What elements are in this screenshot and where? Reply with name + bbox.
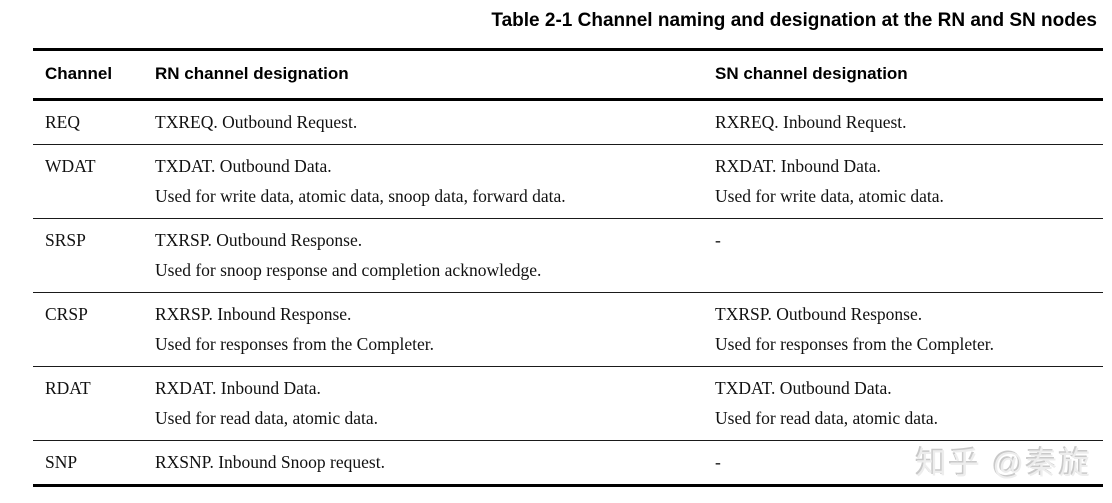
- table-body: REQ TXREQ. Outbound Request. RXREQ. Inbo…: [33, 99, 1103, 486]
- table-row-snp: SNP RXSNP. Inbound Snoop request. -: [33, 441, 1103, 486]
- cell-line: Used for write data, atomic data, snoop …: [155, 186, 566, 206]
- cell-rn-designation: RXDAT. Inbound Data. Used for read data,…: [155, 366, 715, 441]
- table-row-srsp: SRSP TXRSP. Outbound Response. Used for …: [33, 218, 1103, 293]
- cell-sn-designation: -: [715, 441, 1103, 486]
- cell-line: Used for snoop response and completion a…: [155, 260, 542, 280]
- cell-line: TXREQ. Outbound Request.: [155, 112, 358, 132]
- cell-channel: REQ: [33, 99, 155, 145]
- cell-channel: SRSP: [33, 218, 155, 293]
- cell-sn-designation: TXRSP. Outbound Response. Used for respo…: [715, 292, 1103, 367]
- cell-line: RXRSP. Inbound Response.: [155, 304, 352, 324]
- cell-line: RXDAT. Inbound Data.: [155, 378, 321, 398]
- table-row-wdat: WDAT TXDAT. Outbound Data. Used for writ…: [33, 144, 1103, 219]
- cell-line: Used for responses from the Completer.: [155, 334, 434, 354]
- cell-line: TXDAT. Outbound Data.: [715, 378, 892, 398]
- table-row-crsp: CRSP RXRSP. Inbound Response. Used for r…: [33, 292, 1103, 367]
- channel-naming-table: Channel RN channel designation SN channe…: [33, 48, 1103, 487]
- cell-line: RXSNP. Inbound Snoop request.: [155, 452, 385, 472]
- header-channel: Channel: [33, 49, 155, 101]
- cell-sn-designation: -: [715, 218, 1103, 293]
- cell-line: Used for responses from the Completer.: [715, 334, 994, 354]
- cell-line: Used for read data, atomic data.: [715, 408, 939, 428]
- cell-rn-designation: TXDAT. Outbound Data. Used for write dat…: [155, 144, 715, 219]
- table-row-req: REQ TXREQ. Outbound Request. RXREQ. Inbo…: [33, 99, 1103, 145]
- cell-line: -: [715, 230, 721, 250]
- header-sn-designation: SN channel designation: [715, 49, 1103, 101]
- cell-line: Used for read data, atomic data.: [155, 408, 379, 428]
- table-row-rdat: RDAT RXDAT. Inbound Data. Used for read …: [33, 366, 1103, 441]
- table-caption: Table 2-1 Channel naming and designation…: [491, 10, 1097, 31]
- cell-line: -: [715, 452, 721, 472]
- cell-sn-designation: RXDAT. Inbound Data. Used for write data…: [715, 144, 1103, 219]
- cell-line: TXDAT. Outbound Data.: [155, 156, 332, 176]
- cell-channel: WDAT: [33, 144, 155, 219]
- cell-rn-designation: RXRSP. Inbound Response. Used for respon…: [155, 292, 715, 367]
- header-row: Channel RN channel designation SN channe…: [33, 49, 1103, 101]
- cell-rn-designation: TXREQ. Outbound Request.: [155, 99, 715, 145]
- cell-line: RXDAT. Inbound Data.: [715, 156, 881, 176]
- header-rn-designation: RN channel designation: [155, 49, 715, 101]
- cell-line: Used for write data, atomic data.: [715, 186, 944, 206]
- cell-channel: CRSP: [33, 292, 155, 367]
- cell-channel: SNP: [45, 452, 78, 472]
- cell-line: TXRSP. Outbound Response.: [715, 304, 923, 324]
- cell-rn-designation: TXRSP. Outbound Response. Used for snoop…: [155, 218, 715, 293]
- table-header: Channel RN channel designation SN channe…: [33, 49, 1103, 101]
- cell-line: TXRSP. Outbound Response.: [155, 230, 363, 250]
- cell-sn-designation: TXDAT. Outbound Data. Used for read data…: [715, 366, 1103, 441]
- cell-rn-designation: RXSNP. Inbound Snoop request.: [155, 441, 715, 486]
- cell-sn-designation: RXREQ. Inbound Request.: [715, 99, 1103, 145]
- cell-channel: RDAT: [33, 366, 155, 441]
- cell-line: RXREQ. Inbound Request.: [715, 112, 907, 132]
